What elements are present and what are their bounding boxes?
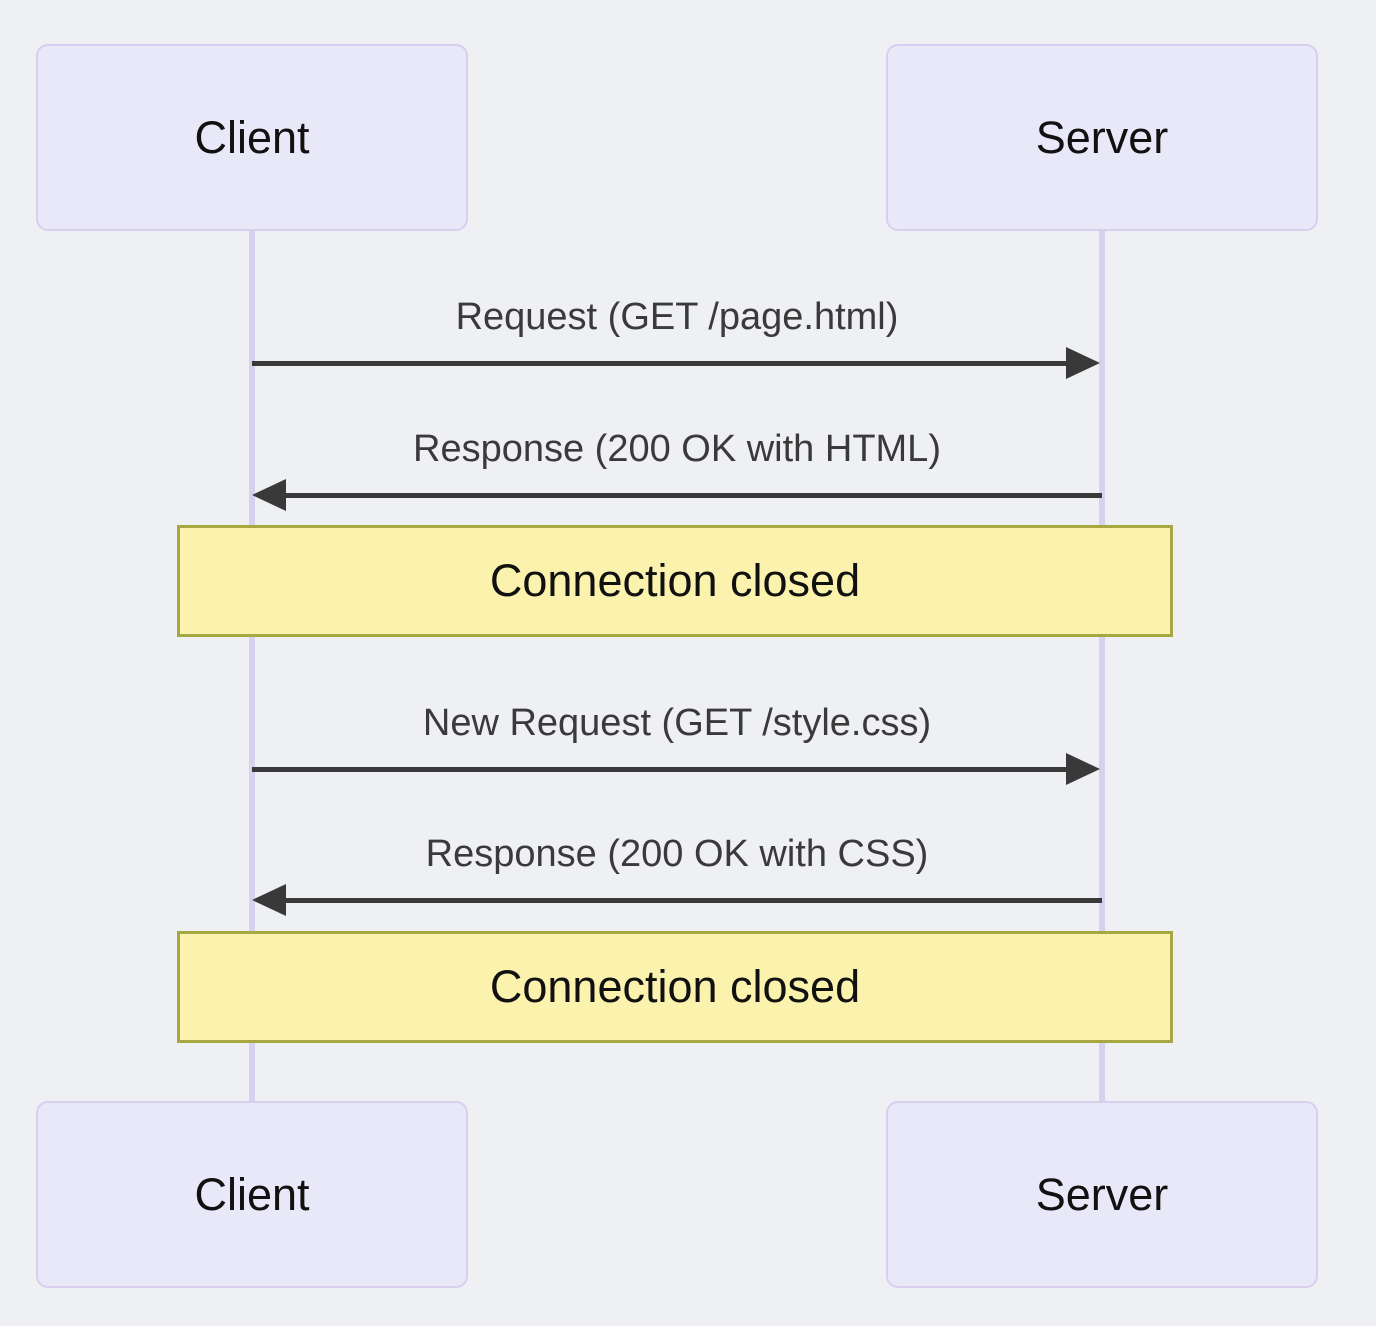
note-label: Connection closed [489,555,861,606]
arrow-right-icon [1066,753,1100,785]
note-connection-closed-1: Connection closed [177,525,1173,637]
arrow-left-icon [252,479,286,511]
actor-box-client-top: Client [36,44,468,231]
message-line [284,493,1102,498]
actor-box-server-top: Server [886,44,1318,231]
actor-label-client: Client [194,111,310,163]
arrow-right-icon [1066,347,1100,379]
client-lifeline [249,231,255,1101]
message-label-request-html: Request (GET /page.html) [455,296,899,338]
actor-label-server: Server [1035,1168,1169,1220]
actor-box-server-bottom: Server [886,1101,1318,1288]
message-label-response-html: Response (200 OK with HTML) [413,428,941,470]
actor-label-client: Client [194,1168,310,1220]
actor-label-server: Server [1035,111,1169,163]
message-line [284,898,1102,903]
note-label: Connection closed [489,961,861,1012]
message-line [252,361,1070,366]
message-label-request-css: New Request (GET /style.css) [422,702,932,744]
server-lifeline [1099,231,1105,1101]
message-label-response-css: Response (200 OK with CSS) [425,833,929,875]
arrow-left-icon [252,884,286,916]
message-line [252,767,1070,772]
note-connection-closed-2: Connection closed [177,931,1173,1043]
actor-box-client-bottom: Client [36,1101,468,1288]
